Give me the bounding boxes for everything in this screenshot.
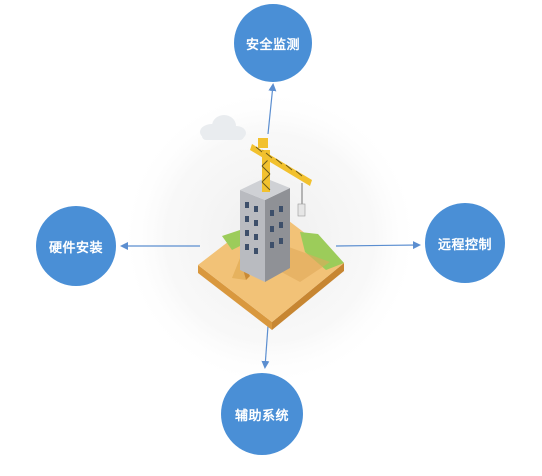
cloud-icon — [200, 115, 246, 140]
node-label: 远程控制 — [437, 237, 492, 253]
node-label: 安全监测 — [245, 37, 300, 53]
arrow-right — [335, 241, 421, 250]
node-auxiliary-system: 辅助系统 — [221, 373, 303, 455]
arrow-up — [267, 83, 277, 135]
node-label: 辅助系统 — [234, 408, 289, 424]
node-label: 硬件安装 — [48, 240, 103, 256]
construction-site-illustration — [198, 138, 344, 330]
arrow-down — [261, 325, 270, 369]
node-hardware-installation: 硬件安装 — [36, 206, 116, 286]
node-safety-monitoring: 安全监测 — [234, 4, 312, 82]
node-remote-control: 远程控制 — [425, 203, 505, 283]
